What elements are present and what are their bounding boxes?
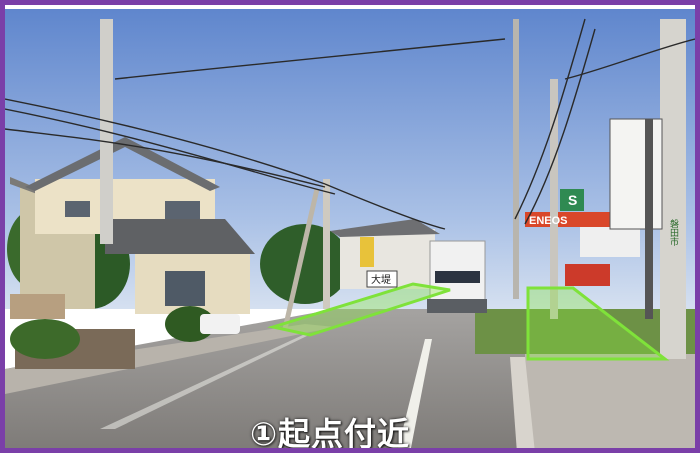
sidewalk-left <box>5 324 335 394</box>
eneos-sign: ENEOS <box>529 215 568 227</box>
top-strip <box>5 5 695 9</box>
shop-sign: 大堤 <box>371 273 391 286</box>
shrub <box>10 319 80 359</box>
utility-pole <box>323 179 330 309</box>
gas-station <box>525 189 640 286</box>
sidewalk-right <box>525 349 695 448</box>
s-sign: S <box>568 192 577 208</box>
billboard <box>609 118 663 230</box>
billboard-frame <box>645 119 653 319</box>
curb-right <box>510 357 535 448</box>
center-line <box>100 334 311 429</box>
street-scene-drawing: ENEOS S 大堤 磐田市 <box>5 9 695 448</box>
house-left-main <box>25 137 255 314</box>
street-photo: ENEOS S 大堤 磐田市 ①起点付近 <box>5 9 695 453</box>
center-line <box>398 339 432 448</box>
fence <box>10 294 65 319</box>
utility-pole <box>282 188 320 330</box>
highlight-area-left <box>267 282 451 337</box>
utility-pole <box>660 19 686 359</box>
parked-car <box>200 314 240 334</box>
grass-right <box>475 309 695 354</box>
caption-start-point: ①起点付近 <box>249 415 411 453</box>
power-lines <box>5 18 695 230</box>
building-right <box>330 219 440 289</box>
utility-pole <box>513 19 519 299</box>
pole-sign: 磐田市 <box>668 218 679 247</box>
utility-pole <box>550 79 558 319</box>
truck <box>427 240 487 313</box>
highlight-area-right <box>526 286 670 361</box>
